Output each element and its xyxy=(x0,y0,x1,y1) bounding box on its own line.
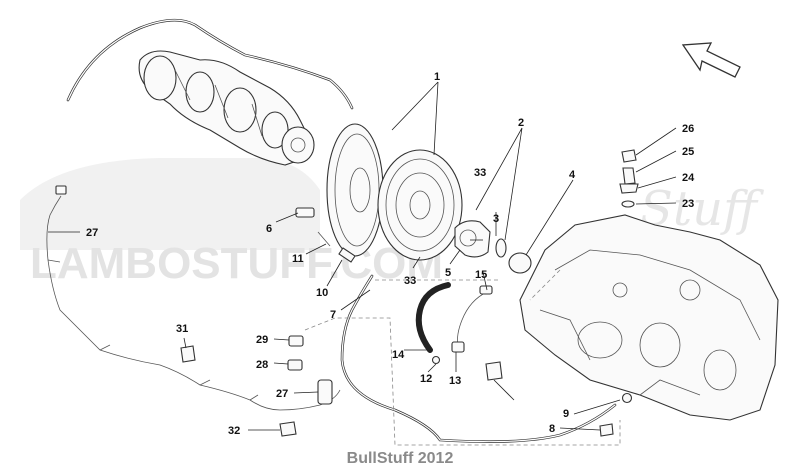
clamp-line xyxy=(317,231,331,247)
gearbox-housing xyxy=(519,214,779,421)
callout-15: 15 xyxy=(475,269,487,281)
bleeder-cap xyxy=(621,149,637,163)
connector-31 xyxy=(180,345,196,363)
callout-2: 2 xyxy=(518,117,524,129)
connector-27 xyxy=(317,379,333,405)
callout-14: 14 xyxy=(392,349,405,361)
wiring-harness xyxy=(46,185,341,411)
callout-5: 5 xyxy=(445,267,451,279)
callout-31: 31 xyxy=(176,323,188,335)
screw xyxy=(431,355,441,365)
watermark-brand: LAMBOSTUFF.COM xyxy=(30,239,443,288)
bleeder-valve xyxy=(619,167,639,194)
hose-connector xyxy=(338,247,356,263)
release-bearing xyxy=(454,220,491,258)
flywheel xyxy=(326,123,384,257)
footer-copyright: BullStuff 2012 xyxy=(346,450,454,467)
callout-6: 6 xyxy=(266,223,272,235)
hydraulic-line-upper xyxy=(66,18,354,110)
callout-12: 12 xyxy=(420,373,432,385)
callout-11: 11 xyxy=(292,253,304,265)
callout-25: 25 xyxy=(682,146,694,158)
callout-labels: 1 2 3 4 5 6 7 8 9 10 11 12 13 14 15 23 2… xyxy=(86,71,695,437)
callout-1: 1 xyxy=(434,71,440,83)
flexible-hose xyxy=(415,282,451,353)
callout-7: 7 xyxy=(330,309,336,321)
connector-28 xyxy=(287,359,303,371)
callout-27-lower: 27 xyxy=(276,388,288,400)
callout-13: 13 xyxy=(449,375,461,387)
callout-24: 24 xyxy=(682,172,695,184)
connector-32 xyxy=(279,421,297,437)
clutch-assembly xyxy=(377,149,463,261)
callout-10: 10 xyxy=(316,287,328,299)
callout-8: 8 xyxy=(549,423,555,435)
callout-27-left: 27 xyxy=(86,227,98,239)
callout-26: 26 xyxy=(682,123,694,135)
seal-ring xyxy=(495,238,507,258)
callout-33-top: 33 xyxy=(474,167,486,179)
callout-3: 3 xyxy=(493,213,499,225)
callout-29: 29 xyxy=(256,334,268,346)
watermark-car-silhouette xyxy=(20,158,320,250)
crankshaft xyxy=(138,50,315,166)
arrow-up-left-icon xyxy=(681,42,741,78)
o-ring xyxy=(508,252,532,274)
bleeder-washer xyxy=(621,200,635,208)
connector-29 xyxy=(288,335,304,347)
callout-9: 9 xyxy=(563,408,569,420)
callout-28: 28 xyxy=(256,359,268,371)
hose-fitting xyxy=(599,392,633,437)
hydraulic-line-main xyxy=(340,274,617,443)
callout-23: 23 xyxy=(682,198,694,210)
bolt xyxy=(295,207,315,218)
callout-33-bottom: 33 xyxy=(404,275,416,287)
dashed-guides xyxy=(304,269,621,446)
sensor xyxy=(485,361,503,381)
callout-32: 32 xyxy=(228,425,240,437)
sensor-cable xyxy=(451,285,493,353)
callout-4: 4 xyxy=(569,169,576,181)
leader-lines xyxy=(48,81,677,431)
